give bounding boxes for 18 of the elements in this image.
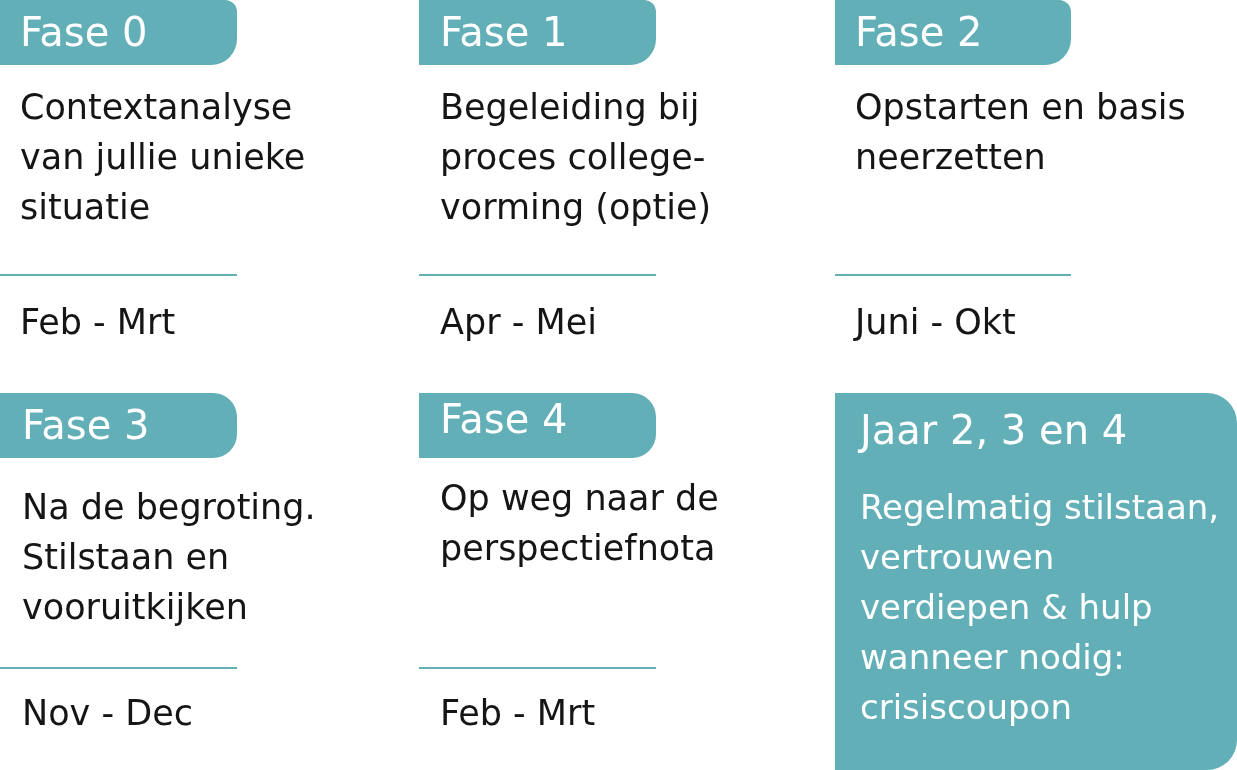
phase-header: Fase 1	[419, 0, 656, 65]
panel-title: Jaar 2, 3 en 4	[860, 406, 1129, 455]
date-range: Nov - Dec	[22, 692, 193, 735]
date-range: Feb - Mrt	[440, 692, 596, 735]
panel-text: Regelmatig stilstaan, vertrouwen verdiepen & hulp wanneer nodig: crisiscoupon	[860, 486, 1221, 729]
phase-description: Na de begroting. Stilstaan en vooruitkijken	[22, 486, 317, 629]
date-range: Apr - Mei	[440, 301, 597, 344]
phase-header: Fase 3	[0, 393, 237, 458]
date-range: Feb - Mrt	[20, 301, 176, 344]
phase-description: Op weg naar de perspectiefnota	[440, 477, 720, 570]
phase-header: Fase 0	[0, 0, 237, 65]
phase-header: Fase 4	[419, 393, 656, 458]
date-range: Juni - Okt	[855, 301, 1016, 344]
info-panel	[835, 393, 1237, 770]
phase-header: Fase 2	[835, 0, 1071, 65]
phase-description: Opstarten en basis neerzetten	[855, 86, 1187, 179]
phase-description: Contextanalyse van jullie unieke situatie	[20, 86, 307, 229]
phase-description: Begeleiding bij proces college-vorming (optie)	[440, 86, 713, 229]
